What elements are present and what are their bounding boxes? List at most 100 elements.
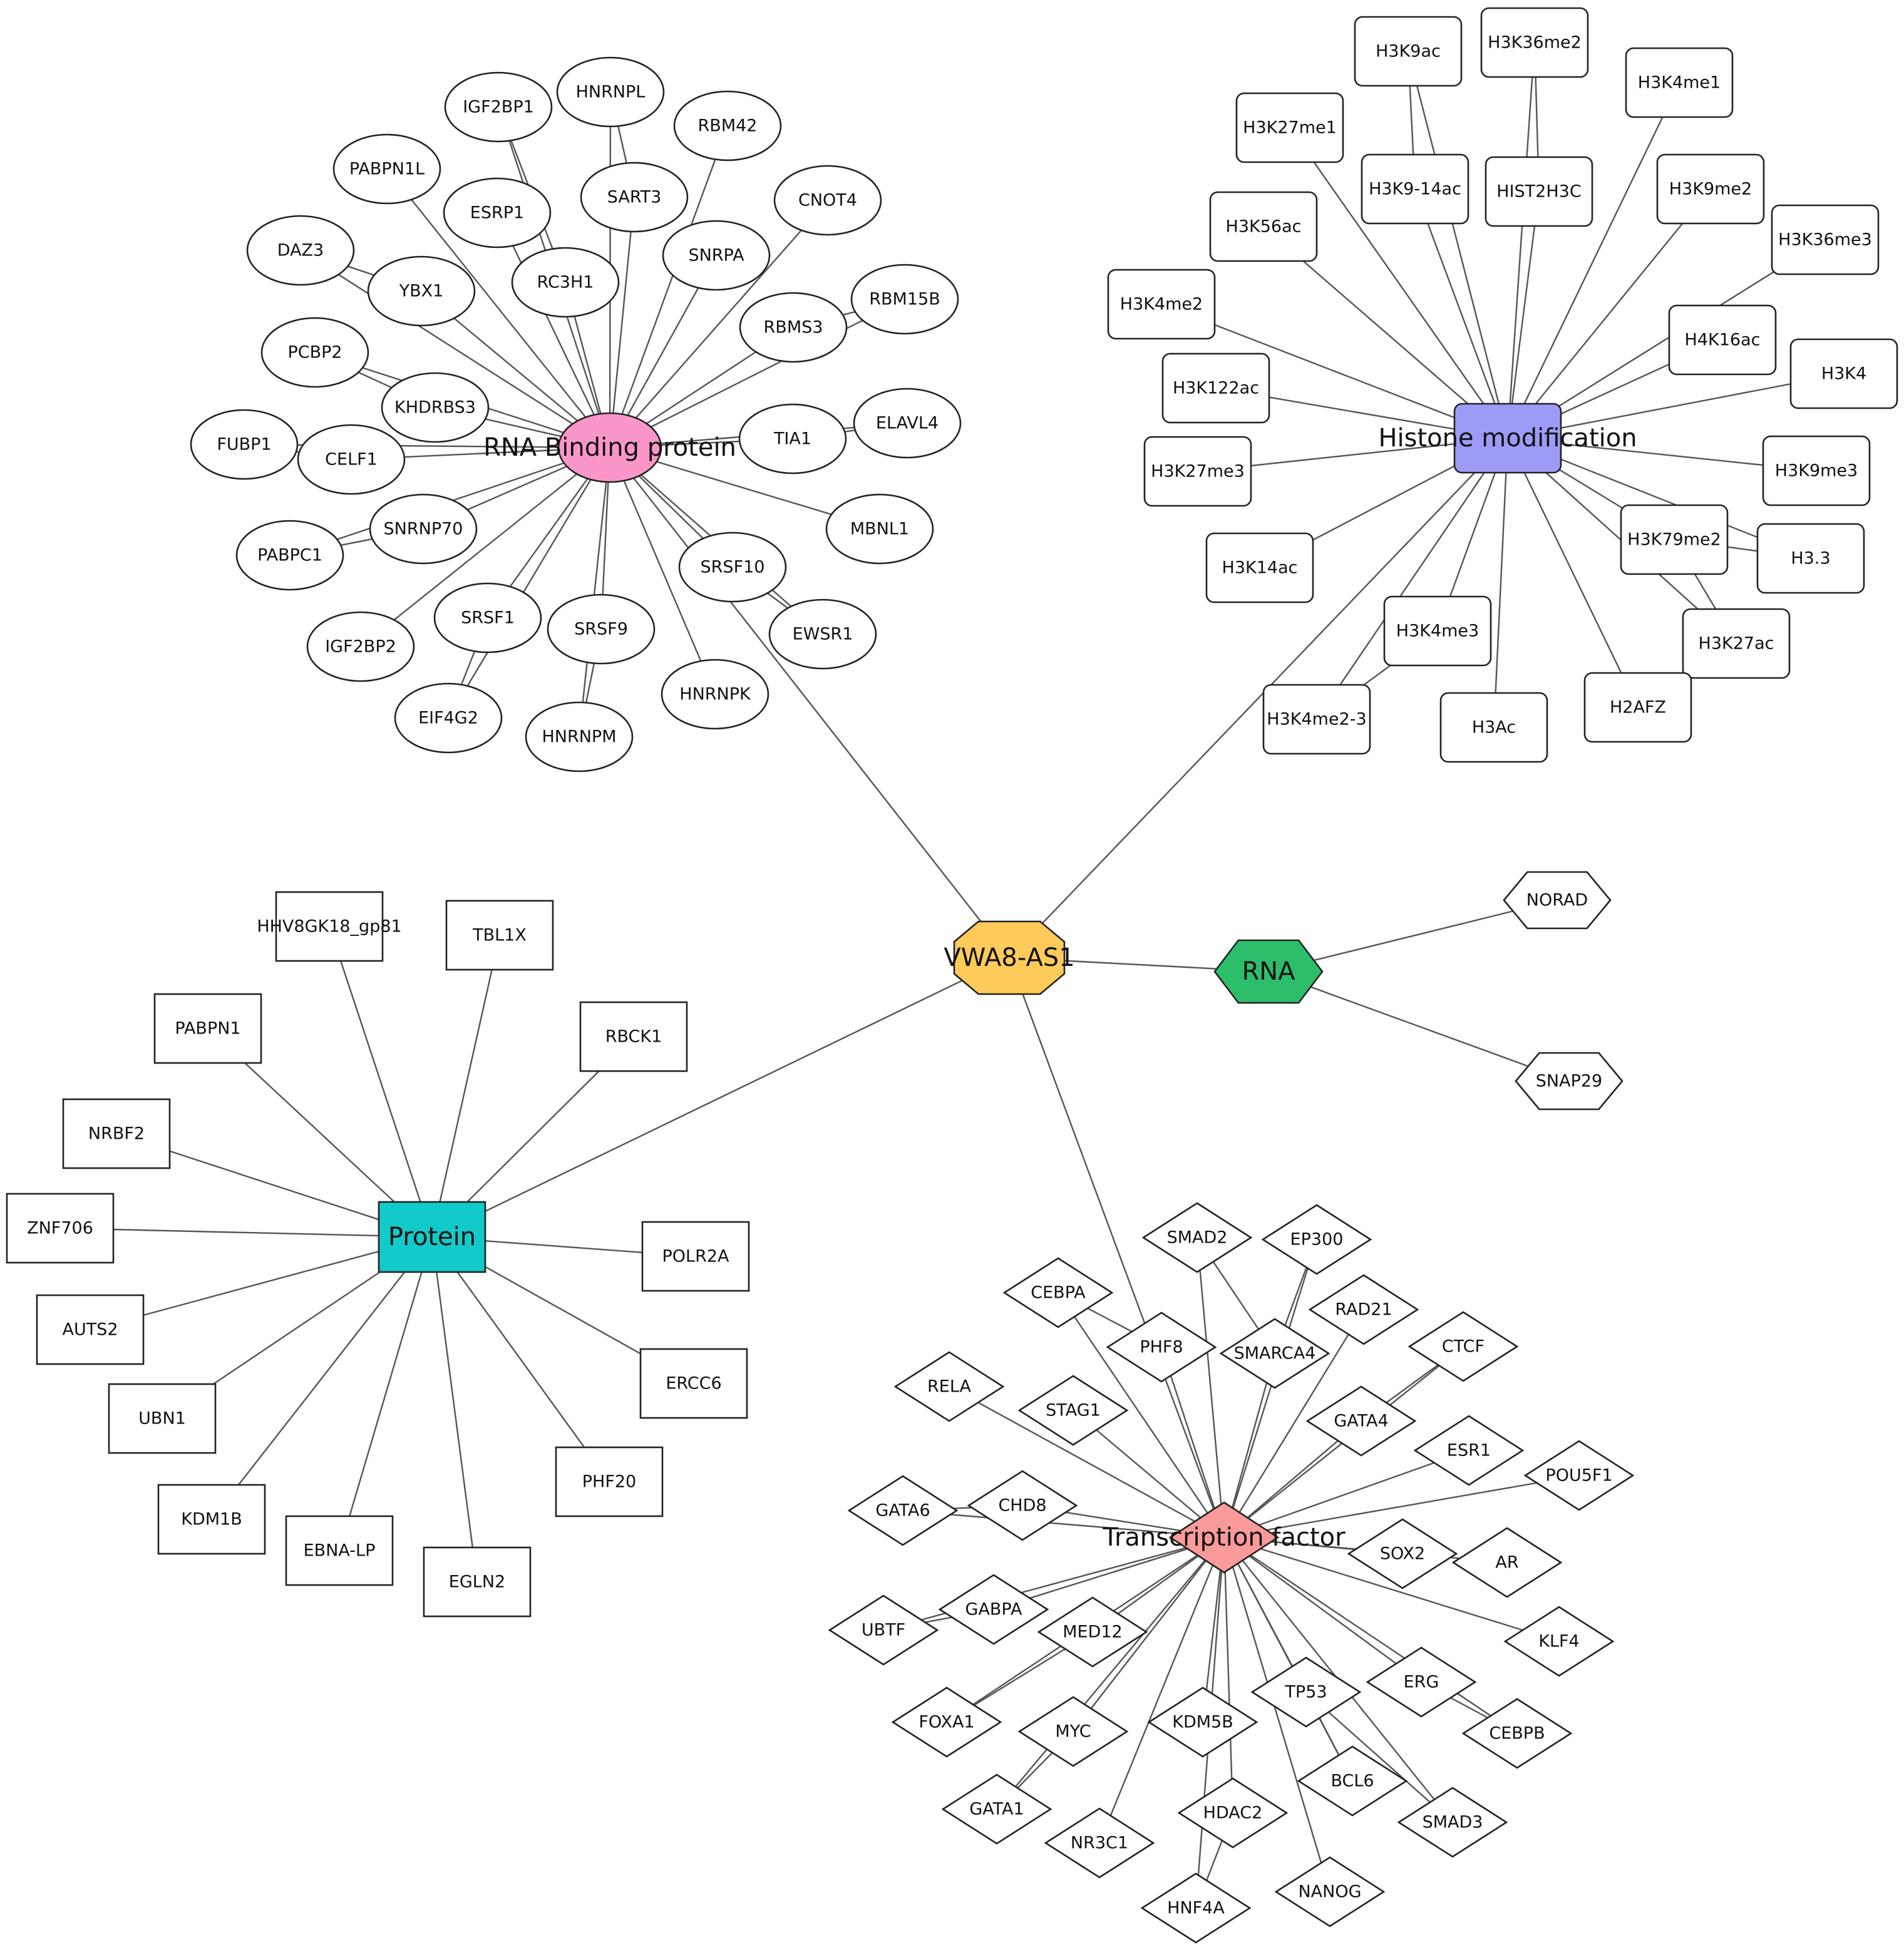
- hub-rna[interactable]: RNA: [1213, 939, 1324, 1004]
- node-tia1[interactable]: TIA1: [738, 403, 847, 475]
- node-gata6[interactable]: GATA6: [847, 1475, 959, 1546]
- node-igf2bp1[interactable]: IGF2BP1: [444, 71, 553, 143]
- node-h3-3[interactable]: H3.3: [1756, 523, 1865, 594]
- node-nanog[interactable]: NANOG: [1274, 1856, 1386, 1927]
- node-ercc6[interactable]: ERCC6: [639, 1348, 748, 1419]
- node-stag1[interactable]: STAG1: [1017, 1375, 1129, 1446]
- node-pcbp2[interactable]: PCBP2: [260, 317, 369, 388]
- node-h3k14ac[interactable]: H3K14ac: [1205, 532, 1314, 603]
- node-pabpn1l[interactable]: PABPN1L: [332, 133, 441, 205]
- node-rc3h1[interactable]: RC3H1: [511, 247, 620, 318]
- node-h3k122ac[interactable]: H3K122ac: [1161, 352, 1270, 424]
- node-polr2a[interactable]: POLR2A: [641, 1221, 750, 1292]
- node-phf20[interactable]: PHF20: [555, 1446, 664, 1517]
- center-node[interactable]: VWA8-AS1: [944, 920, 1075, 995]
- node-rbck1[interactable]: RBCK1: [579, 1001, 688, 1072]
- node-kdm1b[interactable]: KDM1B: [157, 1484, 266, 1555]
- node-fubp1[interactable]: FUBP1: [190, 409, 299, 480]
- node-esrp1[interactable]: ESRP1: [443, 177, 552, 249]
- node-esr1[interactable]: ESR1: [1413, 1415, 1525, 1486]
- node-tbl1x[interactable]: TBL1X: [445, 900, 554, 971]
- node-nr3c1[interactable]: NR3C1: [1044, 1807, 1155, 1879]
- node-tp53[interactable]: TP53: [1250, 1656, 1362, 1728]
- node-rbm15b[interactable]: RBM15B: [850, 264, 959, 335]
- node-chd8[interactable]: CHD8: [967, 1470, 1078, 1541]
- node-h3k9me2[interactable]: H3K9me2: [1656, 153, 1765, 225]
- node-h3k4[interactable]: H3K4: [1789, 338, 1898, 409]
- node-ybx1[interactable]: YBX1: [367, 255, 476, 327]
- node-srsf9[interactable]: SRSF9: [547, 593, 656, 665]
- node-elavl4[interactable]: ELAVL4: [853, 387, 962, 459]
- node-igf2bp2[interactable]: IGF2BP2: [306, 611, 415, 682]
- node-hnrnpk[interactable]: HNRNPK: [661, 659, 769, 730]
- node-h3k56ac[interactable]: H3K56ac: [1209, 191, 1318, 262]
- node-rad21[interactable]: RAD21: [1308, 1274, 1419, 1345]
- node-h3k79me2[interactable]: H3K79me2: [1620, 504, 1729, 575]
- node-h3k27me1[interactable]: H3K27me1: [1235, 92, 1344, 163]
- node-hnrnpm[interactable]: HNRNPM: [525, 701, 634, 772]
- node-norad[interactable]: NORAD: [1503, 871, 1612, 930]
- node-h3k36me2[interactable]: H3K36me2: [1480, 7, 1589, 78]
- node-hdac2[interactable]: HDAC2: [1177, 1777, 1289, 1849]
- node-auts2[interactable]: AUTS2: [36, 1294, 145, 1365]
- node-snrpa[interactable]: SNRPA: [662, 220, 771, 291]
- node-eif4g2[interactable]: EIF4G2: [394, 682, 503, 754]
- hub-histone[interactable]: Histone modification: [1378, 403, 1637, 474]
- node-hnrnpl[interactable]: HNRNPL: [556, 56, 665, 128]
- node-mbnl1[interactable]: MBNL1: [825, 493, 934, 565]
- node-cebpa[interactable]: CEBPA: [1002, 1257, 1114, 1328]
- node-h3k9-14ac[interactable]: H3K9-14ac: [1361, 153, 1469, 225]
- node-sox2[interactable]: SOX2: [1347, 1518, 1458, 1589]
- node-h3k27me3[interactable]: H3K27me3: [1143, 436, 1252, 507]
- node-srsf1[interactable]: SRSF1: [433, 582, 542, 654]
- node-sart3[interactable]: SART3: [580, 162, 689, 233]
- node-ar[interactable]: AR: [1451, 1527, 1563, 1598]
- node-ewsr1[interactable]: EWSR1: [768, 598, 877, 670]
- node-erg[interactable]: ERG: [1366, 1646, 1477, 1718]
- node-ebna-lp[interactable]: EBNA-LP: [285, 1515, 394, 1586]
- node-pou5f1[interactable]: POU5F1: [1523, 1440, 1635, 1511]
- node-celf1[interactable]: CELF1: [297, 424, 406, 495]
- node-h4k16ac[interactable]: H4K16ac: [1668, 304, 1777, 376]
- node-bcl6[interactable]: BCL6: [1297, 1745, 1408, 1817]
- node-khdrbs3[interactable]: KHDRBS3: [381, 372, 490, 443]
- node-snap29[interactable]: SNAP29: [1515, 1052, 1624, 1111]
- node-smad3[interactable]: SMAD3: [1397, 1787, 1508, 1858]
- node-pabpn1[interactable]: PABPN1: [153, 993, 262, 1064]
- node-klf4[interactable]: KLF4: [1503, 1606, 1615, 1677]
- node-rbms3[interactable]: RBMS3: [739, 292, 848, 363]
- node-hhv8gk18-gp81[interactable]: HHV8GK18_gp81: [257, 891, 402, 962]
- node-h3ac[interactable]: H3Ac: [1439, 692, 1548, 763]
- hub-protein[interactable]: Protein: [378, 1201, 486, 1273]
- node-ubn1[interactable]: UBN1: [108, 1383, 217, 1454]
- node-h3k4me2[interactable]: H3K4me2: [1107, 269, 1216, 340]
- node-smad2[interactable]: SMAD2: [1141, 1202, 1253, 1273]
- node-ubtf[interactable]: UBTF: [828, 1594, 939, 1666]
- node-snrnp70[interactable]: SNRNP70: [369, 493, 478, 565]
- node-h3k9me3[interactable]: H3K9me3: [1762, 435, 1871, 506]
- node-ctcf[interactable]: CTCF: [1407, 1311, 1519, 1382]
- node-gata1[interactable]: GATA1: [941, 1773, 1052, 1845]
- node-h3k4me1[interactable]: H3K4me1: [1625, 47, 1734, 118]
- node-myc[interactable]: MYC: [1017, 1696, 1129, 1767]
- node-rbm42[interactable]: RBM42: [673, 90, 782, 162]
- node-ep300[interactable]: EP300: [1261, 1204, 1372, 1275]
- node-pabpc1[interactable]: PABPC1: [235, 520, 344, 591]
- node-srsf10[interactable]: SRSF10: [678, 531, 787, 603]
- node-h3k4me3[interactable]: H3K4me3: [1383, 595, 1492, 667]
- node-cebpb[interactable]: CEBPB: [1461, 1698, 1573, 1769]
- node-smarca4[interactable]: SMARCA4: [1219, 1318, 1330, 1389]
- node-h3k36me3[interactable]: H3K36me3: [1771, 204, 1880, 275]
- node-h3k9ac[interactable]: H3K9ac: [1354, 16, 1463, 87]
- node-phf8[interactable]: PHF8: [1106, 1311, 1217, 1383]
- node-h3k27ac[interactable]: H3K27ac: [1682, 608, 1791, 679]
- node-gata4[interactable]: GATA4: [1305, 1385, 1417, 1457]
- hub-tf[interactable]: Transcription factor: [1102, 1501, 1346, 1574]
- node-egln2[interactable]: EGLN2: [423, 1546, 532, 1618]
- node-daz3[interactable]: DAZ3: [246, 215, 355, 286]
- node-h3k4me2-3[interactable]: H3K4me2-3: [1262, 684, 1371, 755]
- node-med12[interactable]: MED12: [1037, 1596, 1148, 1668]
- node-hnf4a[interactable]: HNF4A: [1140, 1872, 1252, 1944]
- hub-rbp[interactable]: RNA Binding protein: [483, 412, 736, 483]
- node-znf706[interactable]: ZNF706: [6, 1193, 115, 1264]
